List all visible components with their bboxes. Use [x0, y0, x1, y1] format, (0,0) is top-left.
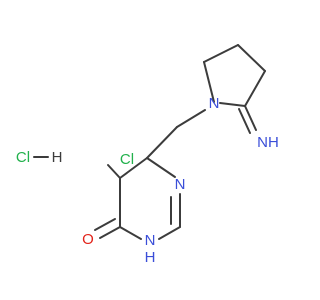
bond	[237, 44, 266, 72]
bond	[244, 70, 266, 107]
carbonyl-double-bond	[94, 218, 121, 239]
hcl-chlorine-label: Cl	[16, 149, 30, 166]
structure-canvas: N NH Cl N N H O Cl H	[16, 44, 279, 266]
bond	[119, 157, 148, 179]
imine-nh-label: NH	[257, 134, 279, 151]
bond	[107, 164, 121, 179]
bond	[146, 126, 178, 159]
nitrogen-atom-label: N	[209, 95, 220, 112]
bond	[219, 102, 246, 107]
oxygen-atom-label: O	[82, 231, 94, 248]
bond	[94, 218, 116, 231]
imine-double-bond	[238, 105, 257, 134]
bond	[99, 226, 121, 239]
ring-nh-hydrogen-label: H	[145, 249, 156, 266]
pyrrolidine-ring	[203, 44, 266, 107]
molecule-structure: N NH Cl N N H O Cl H	[16, 44, 279, 266]
bond	[203, 44, 239, 63]
ring-nh-nitrogen-label: N	[145, 232, 156, 249]
bond	[203, 61, 215, 103]
bond	[158, 226, 181, 240]
bond	[238, 108, 251, 134]
nitrogen-atom-label: N	[175, 176, 186, 193]
bond	[244, 105, 257, 131]
chlorine-atom-label: Cl	[120, 151, 134, 168]
bond	[119, 226, 142, 240]
pyrimidinone-ring	[119, 157, 181, 240]
hcl-hydrogen-label: H	[52, 149, 63, 166]
bond	[146, 157, 176, 178]
bond	[176, 109, 206, 128]
